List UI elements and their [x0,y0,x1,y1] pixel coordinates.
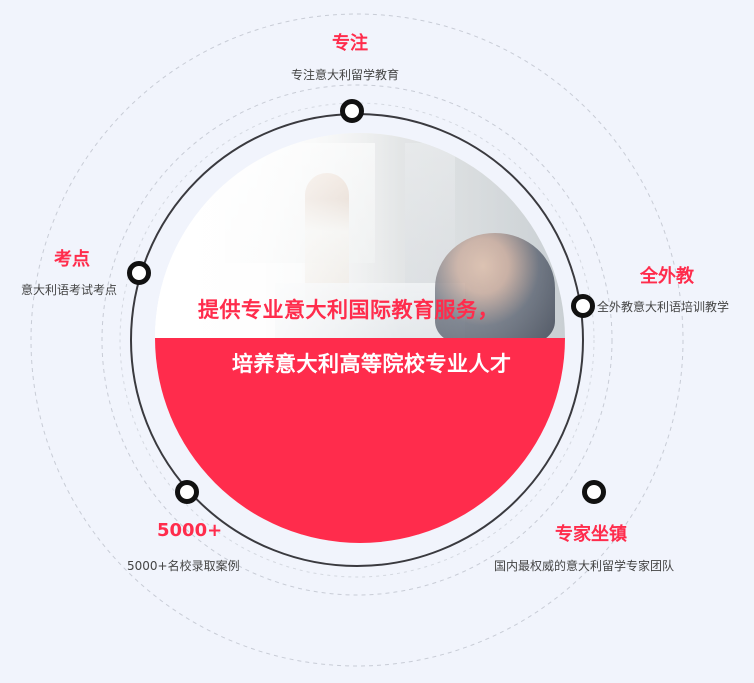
feature-bottom-right-desc: 国内最权威的意大利留学专家团队 [494,559,675,573]
node-top [340,99,364,123]
feature-left-desc: 意大利语考试考点 [21,283,118,297]
headline-line-2: 培养意大利高等院校专业人才 [232,352,512,376]
feature-right-desc: 全外教意大利语培训教学 [597,300,730,314]
feature-left-title: 考点 [54,249,90,270]
feature-top-desc: 专注意大利留学教育 [291,68,400,82]
outer-dashed-ring [30,13,684,667]
classroom-photo-circle [155,133,565,543]
photo-fade-overlay [155,133,565,338]
inner-dashed-ring [119,102,595,578]
node-bottom-right [582,480,606,504]
feature-bottom-left-title: 5000+ [157,520,223,541]
feature-right-title: 全外教 [640,266,694,287]
red-half-panel [155,338,565,543]
feature-bottom-right-title: 专家坐镇 [555,524,627,545]
middle-dashed-ring [101,84,613,596]
feature-bottom-left-desc: 5000+名校录取案例 [127,559,240,573]
node-bottom-left [175,480,199,504]
headline-line-1: 提供专业意大利国际教育服务， [198,298,499,322]
feature-top-title: 专注 [332,33,368,54]
node-right [571,294,595,318]
node-left [127,261,151,285]
